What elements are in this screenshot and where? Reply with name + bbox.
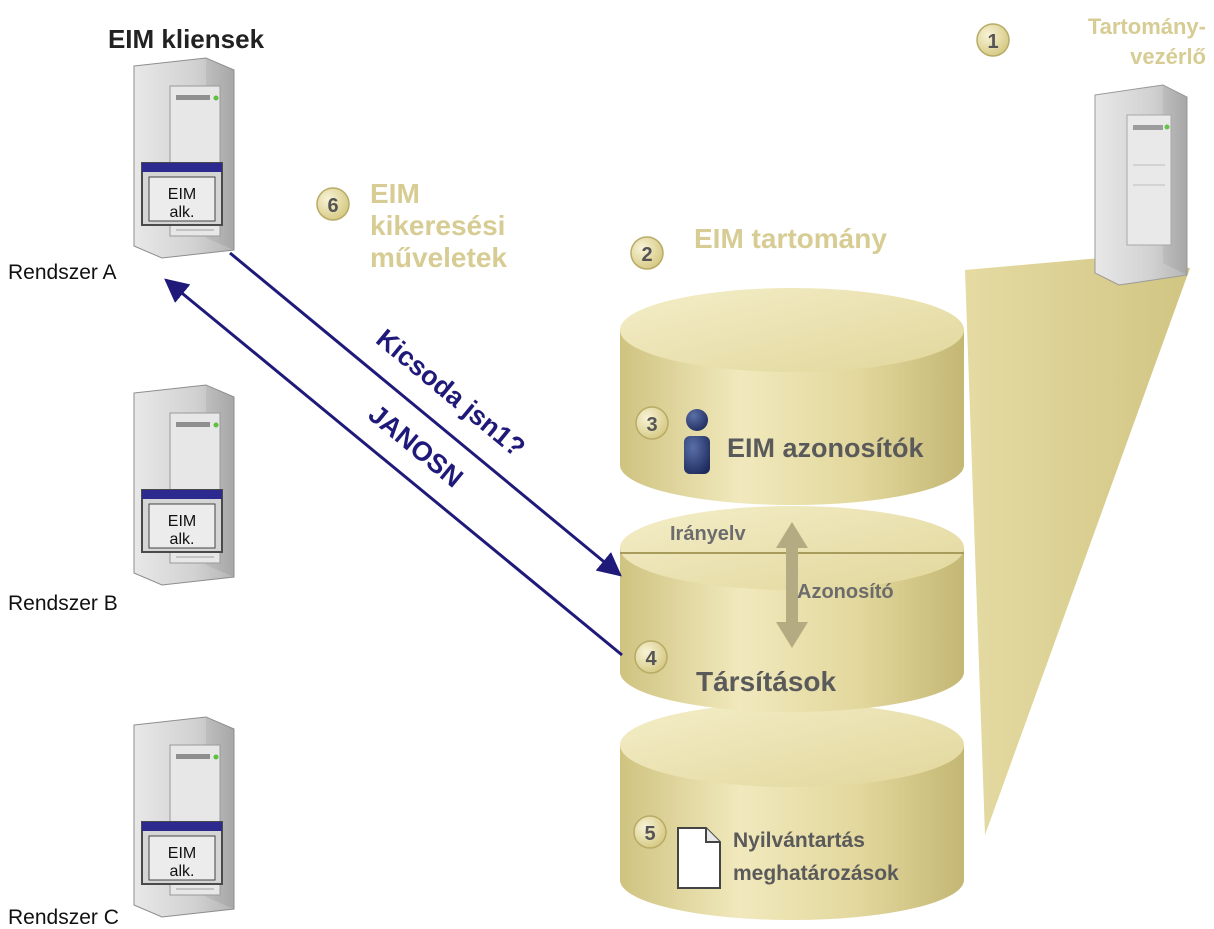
identifier-label: Azonosító — [797, 581, 894, 603]
domain-controller-label-line2: vezérlő — [1130, 44, 1206, 69]
system-a-label: Rendszer A — [8, 261, 117, 284]
client-server-c — [133, 716, 235, 918]
svg-text:2: 2 — [641, 244, 652, 266]
identifiers-label: EIM azonosítók — [727, 433, 924, 463]
svg-text:4: 4 — [645, 648, 657, 670]
identifiers-cylinder — [620, 288, 964, 505]
app-label-c-line1: EIM — [168, 845, 196, 862]
client-server-a — [133, 57, 235, 259]
domain-controller-label-line1: Tartomány- — [1088, 14, 1206, 39]
registry-cylinder — [620, 703, 964, 920]
svg-text:6: 6 — [327, 195, 338, 217]
registry-label-line2: meghatározások — [733, 862, 899, 885]
badge-1: 1 — [976, 23, 1010, 57]
svg-text:5: 5 — [644, 823, 655, 845]
system-c-label: Rendszer C — [8, 906, 119, 929]
app-label-b-line2: alk. — [170, 531, 195, 548]
clients-title: EIM kliensek — [108, 24, 265, 54]
app-label-a-line2: alk. — [170, 204, 195, 221]
app-label-b-line1: EIM — [168, 513, 196, 530]
lookup-label-line3: műveletek — [370, 242, 507, 273]
associations-label: Társítások — [696, 666, 836, 697]
badge-5: 5 — [633, 815, 667, 849]
domain-beam — [965, 258, 1190, 835]
lookup-label-line1: EIM — [370, 178, 420, 209]
badge-2: 2 — [630, 236, 664, 270]
document-icon — [677, 827, 721, 889]
badge-6: 6 — [316, 187, 350, 221]
app-label-c-line2: alk. — [170, 863, 195, 880]
policy-identifier-arrow — [776, 522, 808, 648]
svg-text:3: 3 — [646, 414, 657, 436]
domain-label: EIM tartomány — [694, 223, 887, 254]
person-icon — [684, 409, 710, 474]
badge-3: 3 — [635, 406, 669, 440]
system-b-label: Rendszer B — [8, 592, 118, 615]
request-arrow — [229, 251, 622, 577]
policy-label: Irányelv — [670, 523, 746, 545]
app-label-a-line1: EIM — [168, 186, 196, 203]
registry-label-line1: Nyilvántartás — [733, 829, 865, 852]
lookup-label-line2: kikeresési — [370, 210, 505, 241]
domain-controller-server — [1094, 84, 1188, 286]
svg-text:1: 1 — [987, 31, 998, 53]
response-arrow — [164, 278, 623, 657]
badge-4: 4 — [634, 640, 668, 674]
client-server-b — [133, 384, 235, 586]
